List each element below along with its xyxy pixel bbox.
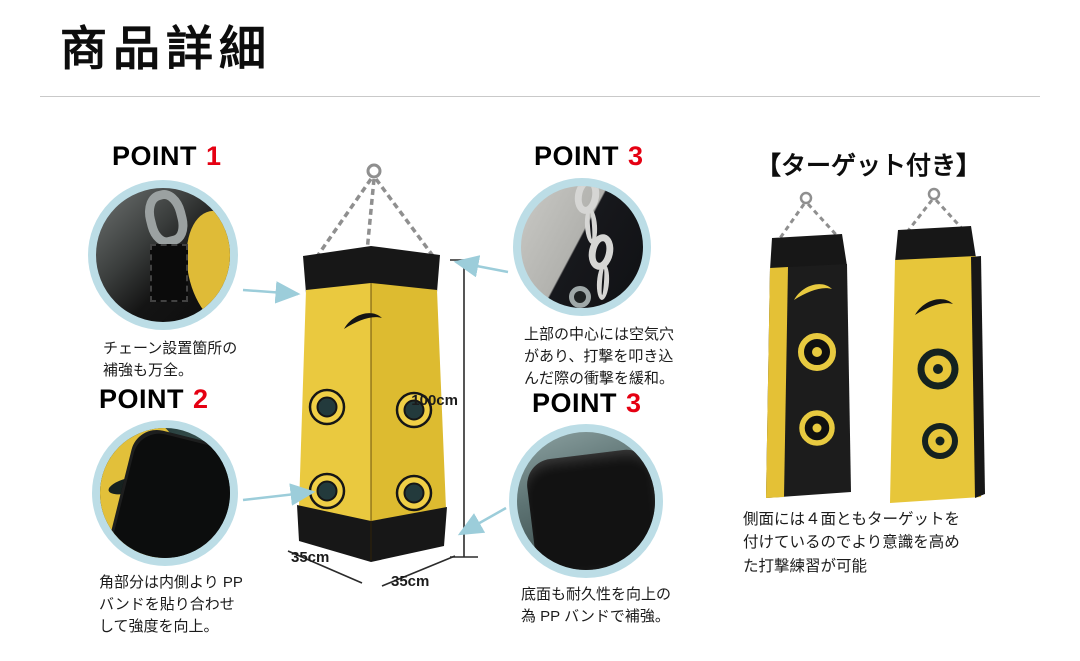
target-ring — [308, 388, 346, 426]
target-bag-yellow — [890, 226, 985, 503]
point2-description: 角部分は内側より PP バンドを貼り合わせ して強度を向上。 — [99, 574, 243, 635]
point3-description: 上部の中心には空気穴 があり、打撃を叩き込 んだ際の衝撃を緩和。 — [524, 326, 675, 387]
point3-number: 3 — [628, 141, 644, 171]
point3-arrow — [453, 255, 509, 278]
target-ring — [799, 410, 835, 446]
point2-photo — [92, 420, 238, 566]
point2-label: POINT 2 — [99, 384, 209, 415]
point4-word: POINT — [532, 388, 618, 418]
point1-number: 1 — [206, 141, 222, 171]
callout-arrows — [242, 255, 509, 536]
main-bag-chains — [314, 163, 435, 263]
point1-label: POINT 1 — [112, 141, 222, 172]
point2-word: POINT — [99, 384, 185, 414]
point3-label: POINT 3 — [534, 141, 644, 172]
width-label: 35cm — [291, 549, 330, 566]
carabiner-icon — [139, 188, 193, 251]
hanging-hook-icon — [366, 163, 382, 179]
target-ring — [917, 348, 959, 390]
target-ring — [395, 474, 433, 512]
point4-arrow — [457, 506, 507, 536]
point1-description: チェーン設置箇所の 補強も万全。 — [103, 340, 238, 379]
point4-photo — [509, 424, 663, 578]
target-ring — [922, 423, 958, 459]
width-depth-dimension-lines — [287, 550, 456, 587]
target-bag-black — [766, 234, 851, 498]
point2-number: 2 — [193, 384, 209, 414]
bag-bottom-face — [524, 446, 655, 570]
target-section-description: 側面には４面ともターゲットを 付けているのでより意識を高め た打撃練習が可能 — [743, 511, 961, 575]
target-ring — [308, 472, 346, 510]
air-hole-grommet — [569, 286, 591, 308]
target-ring — [395, 391, 433, 429]
point1-photo — [88, 180, 238, 330]
main-bag-bottom-cap — [297, 505, 447, 562]
point3-photo — [513, 178, 651, 316]
target-section-heading: 【ターゲット付き】 — [756, 152, 982, 180]
main-bag-illustration — [297, 246, 447, 562]
page-title: 商品詳細 — [60, 22, 272, 75]
point1-arrow — [242, 281, 301, 304]
point4-description: 底面も耐久性を向上の 為 PP バンドで補強。 — [521, 586, 672, 625]
main-bag-top-cap — [303, 246, 440, 293]
target-ring — [798, 333, 836, 371]
point4-label: POINT 3 — [532, 388, 642, 419]
chain-mount-strap — [150, 244, 188, 302]
point1-word: POINT — [112, 141, 198, 171]
point3-word: POINT — [534, 141, 620, 171]
point4-number: 3 — [626, 388, 642, 418]
depth-label: 35cm — [391, 573, 430, 590]
height-label: 100cm — [411, 392, 458, 409]
divider — [40, 96, 1040, 97]
point2-arrow — [242, 483, 316, 506]
